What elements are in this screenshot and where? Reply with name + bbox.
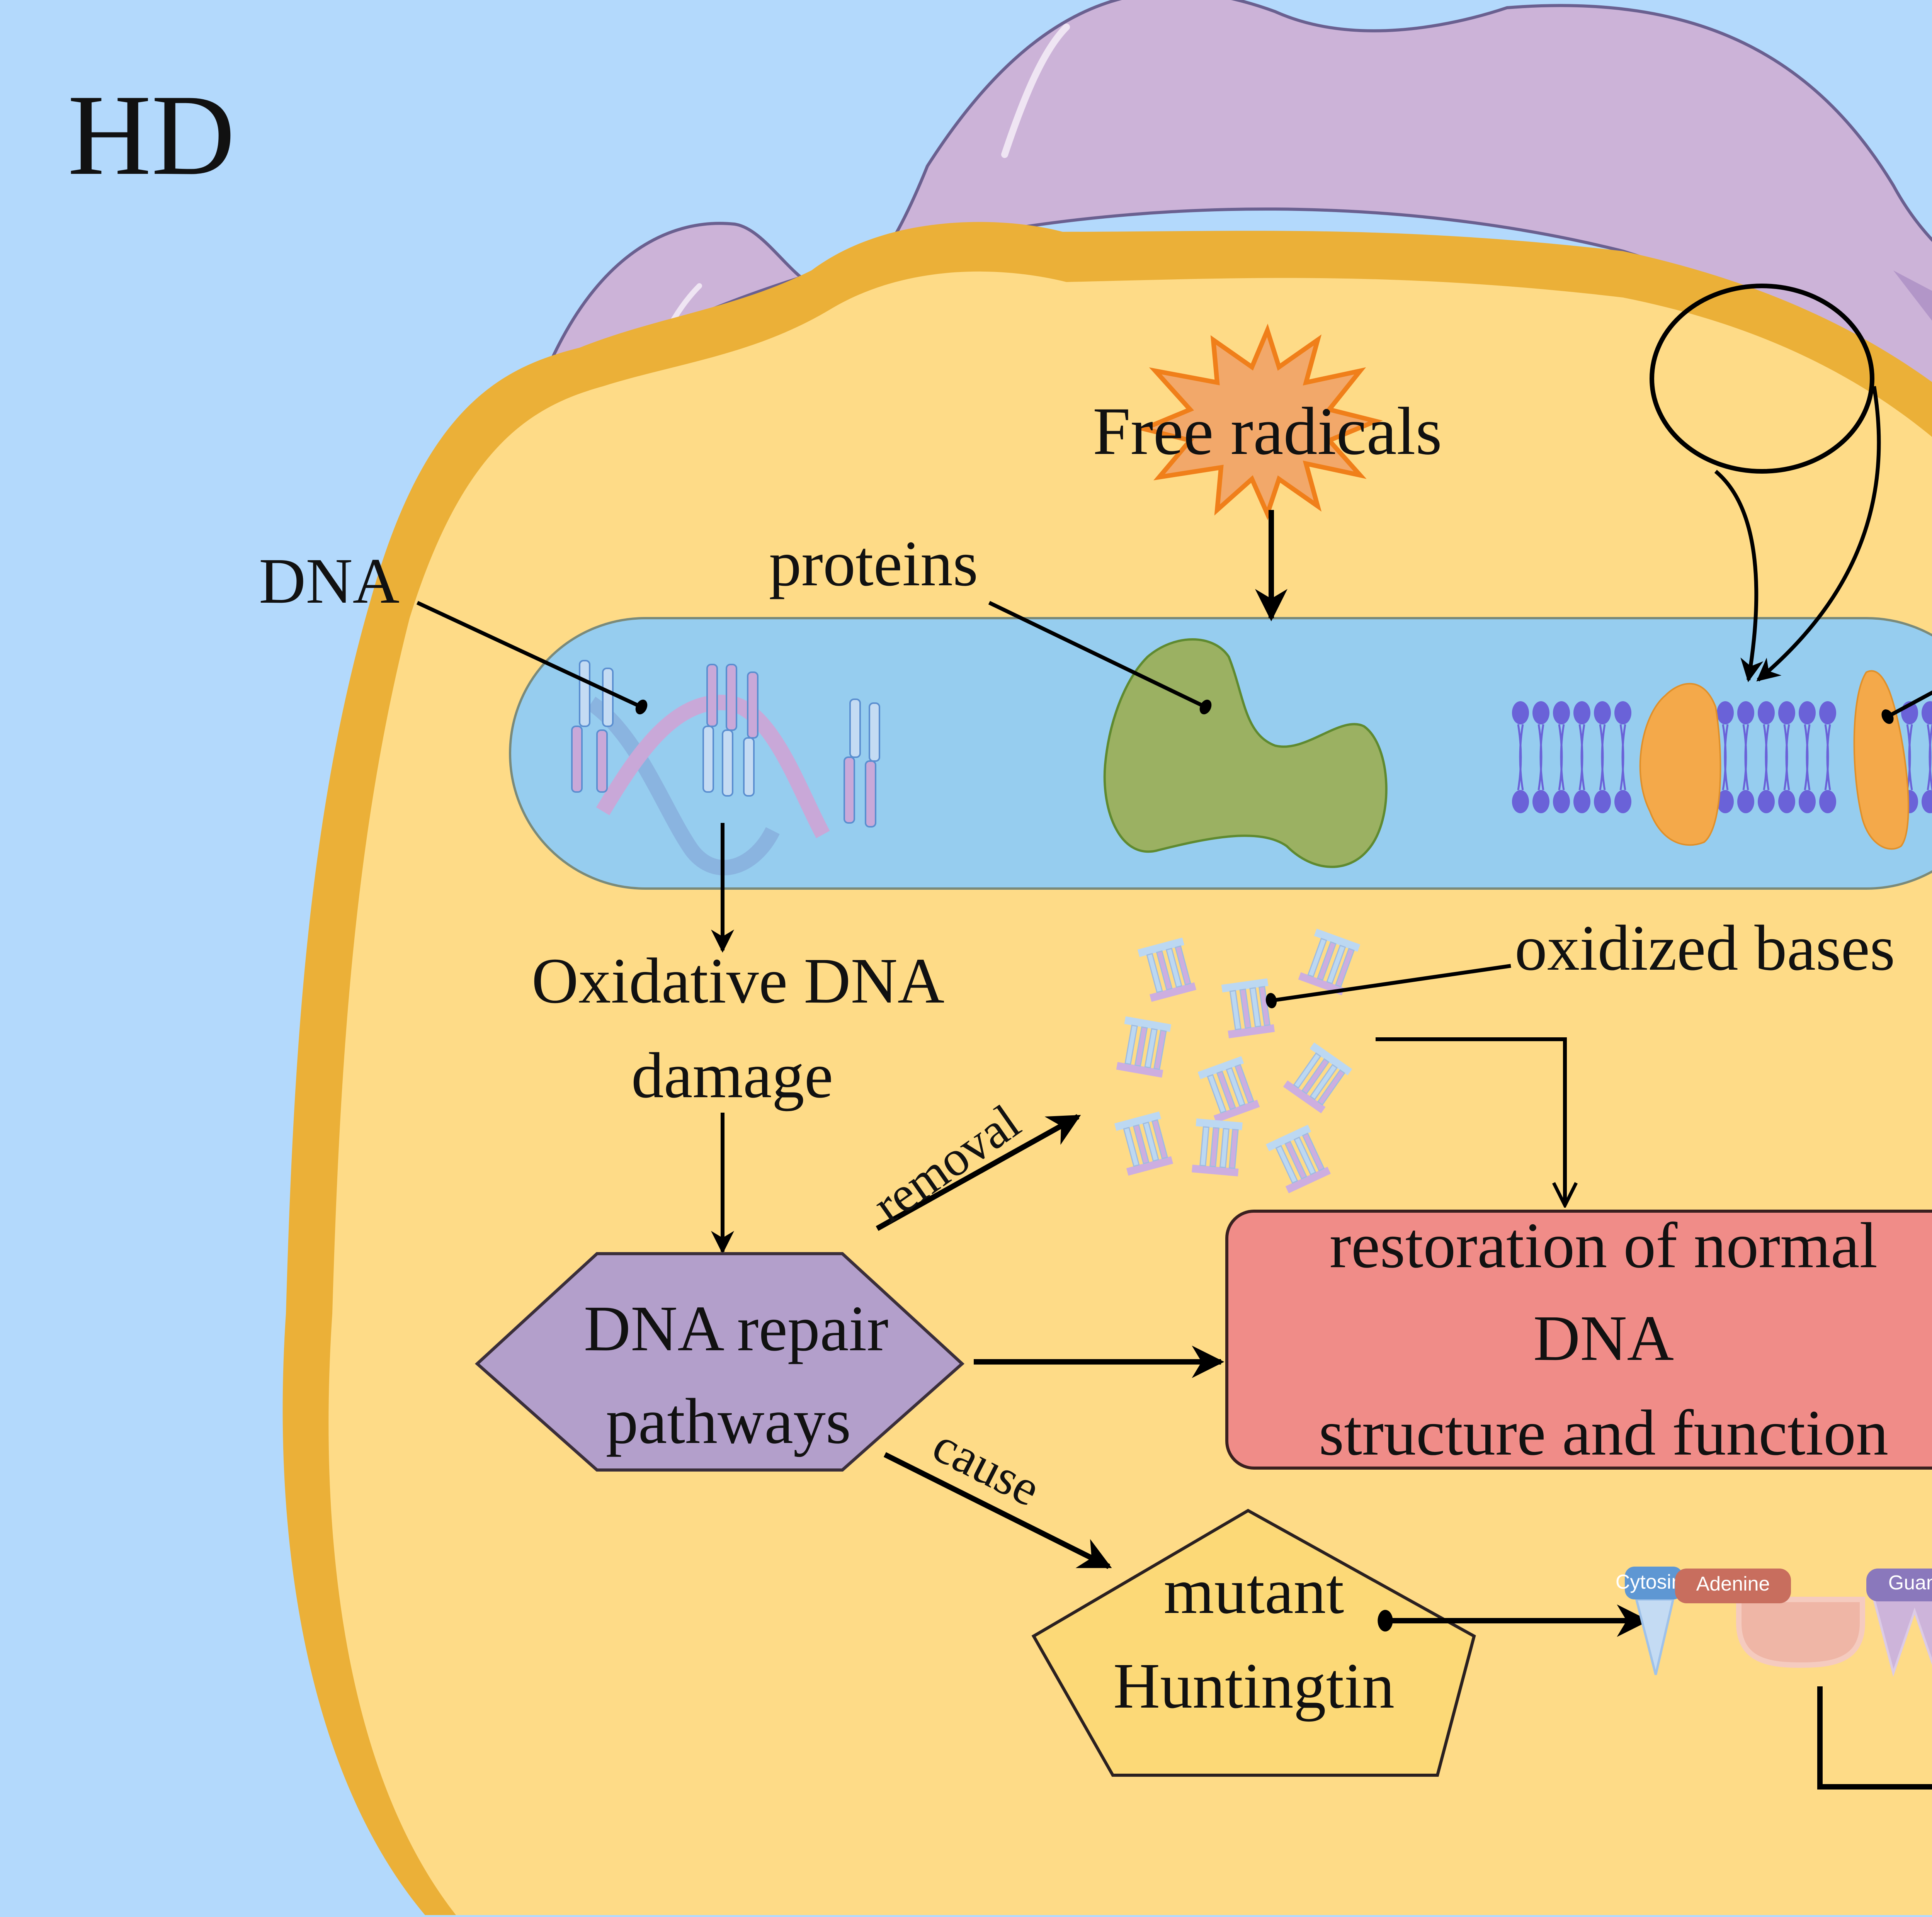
cause-arrow bbox=[883, 1452, 1112, 1569]
membrane-protein-icon bbox=[1639, 670, 1909, 850]
lipid-head bbox=[1532, 790, 1549, 813]
lipid-head bbox=[1573, 790, 1590, 813]
lipid-head bbox=[1512, 701, 1529, 724]
lipid-tail bbox=[1558, 724, 1565, 790]
svg-text:Guanine: Guanine bbox=[1888, 1572, 1932, 1594]
free-radicals-label: Free radicals bbox=[1093, 394, 1442, 469]
oxidized-bases-pointer bbox=[1265, 964, 1511, 1008]
lipid-tail bbox=[1742, 724, 1749, 790]
proteins-label: proteins bbox=[769, 528, 978, 600]
lipid-head bbox=[1737, 701, 1754, 724]
lipid-head bbox=[1758, 790, 1775, 813]
oxidized-bases-icon bbox=[1114, 928, 1361, 1193]
lipid-tail bbox=[1804, 724, 1811, 790]
lipid-tail bbox=[1578, 724, 1585, 790]
lipid-bilayer-icon bbox=[1512, 701, 1932, 813]
oxidized-base-fragment bbox=[1266, 1125, 1331, 1193]
svg-text:Adenine: Adenine bbox=[1696, 1573, 1770, 1595]
membrane-lipids-pointer bbox=[1881, 690, 1932, 724]
lipid-head bbox=[1819, 701, 1836, 724]
removal-arrow bbox=[876, 1114, 1081, 1231]
lipid-tail bbox=[1783, 724, 1790, 790]
free-radicals-starburst: Free radicals bbox=[1093, 323, 1442, 520]
lipid-head bbox=[1717, 790, 1734, 813]
base-tag-guanine: Guanine bbox=[1866, 1569, 1932, 1601]
lipid-head bbox=[1922, 790, 1932, 813]
oxidized-base-fragment bbox=[1283, 1042, 1352, 1113]
lipid-head bbox=[1553, 790, 1570, 813]
peroxidation-cycle-arrow bbox=[1650, 284, 1881, 682]
oxidative-damage-label-line1: Oxidative DNA bbox=[532, 945, 944, 1017]
lipid-tail bbox=[1722, 724, 1729, 790]
dna-repair-label-line2: pathways bbox=[606, 1385, 851, 1457]
dna-repair-label-line1: DNA repair bbox=[584, 1293, 888, 1365]
lipid-head bbox=[1594, 701, 1611, 724]
lipid-tail bbox=[1763, 724, 1770, 790]
oxidative-damage-label-line2: damage bbox=[631, 1040, 833, 1111]
dna-label: DNA bbox=[259, 545, 400, 617]
figure-title: HD bbox=[68, 71, 235, 199]
lipid-head bbox=[1737, 790, 1754, 813]
lipid-tail bbox=[1824, 724, 1831, 790]
lipid-head bbox=[1573, 701, 1590, 724]
lipid-head bbox=[1553, 701, 1570, 724]
lipid-head bbox=[1799, 790, 1816, 813]
restoration-label-line2: DNA bbox=[1533, 1302, 1674, 1374]
oxidized-base-fragment bbox=[1197, 1056, 1260, 1123]
lipid-tail bbox=[1537, 724, 1544, 790]
protein-icon bbox=[1103, 638, 1388, 868]
lipid-head bbox=[1758, 701, 1775, 724]
restoration-label-line1: restoration of normal bbox=[1330, 1210, 1878, 1281]
dna-pointer bbox=[416, 601, 648, 715]
lipid-head bbox=[1922, 701, 1932, 724]
mutant-huntingtin-label-line1: mutant bbox=[1164, 1555, 1344, 1627]
restoration-box bbox=[1225, 1210, 1932, 1470]
bases-to-expansion-arrow bbox=[1817, 1686, 1932, 1790]
lipid-tail bbox=[1599, 724, 1606, 790]
lipid-head bbox=[1594, 790, 1611, 813]
lipid-head bbox=[1778, 790, 1795, 813]
oxidized-base-fragment bbox=[1137, 937, 1197, 1002]
oxidized-base-fragment bbox=[1116, 1016, 1172, 1078]
oxidized-base-fragment bbox=[1192, 1118, 1243, 1176]
lipid-head bbox=[1819, 790, 1836, 813]
oxidized-base-fragment bbox=[1298, 928, 1361, 996]
lipid-head bbox=[1614, 790, 1631, 813]
lipid-tail bbox=[1619, 724, 1626, 790]
bases-to-restoration-arrow bbox=[1376, 1037, 1565, 1205]
lipid-tail bbox=[1517, 724, 1524, 790]
lipid-tail bbox=[1927, 724, 1932, 790]
starburst-icon bbox=[1136, 323, 1383, 520]
base-tag-adenine: Adenine bbox=[1675, 1569, 1791, 1603]
mutant-huntingtin-label-line2: Huntingtin bbox=[1113, 1650, 1395, 1722]
lipid-head bbox=[1614, 701, 1631, 724]
cag-repeat-icon: Cytosine Adenine Guanine bbox=[1616, 1567, 1932, 1677]
oxidized-base-fragment bbox=[1221, 978, 1275, 1038]
lipid-head bbox=[1512, 790, 1529, 813]
restoration-label-line3: structure and function bbox=[1319, 1397, 1888, 1469]
oxidized-bases-label: oxidized bases bbox=[1515, 912, 1895, 984]
lipid-head bbox=[1799, 701, 1816, 724]
lipid-head bbox=[1532, 701, 1549, 724]
lipid-tail bbox=[1906, 724, 1913, 790]
oxidized-base-fragment bbox=[1114, 1111, 1173, 1176]
lipid-head bbox=[1778, 701, 1795, 724]
dna-helix-icon bbox=[571, 660, 880, 875]
lipid-head bbox=[1717, 701, 1734, 724]
proteins-pointer bbox=[988, 601, 1212, 715]
dna-repair-hexagon bbox=[475, 1252, 964, 1472]
